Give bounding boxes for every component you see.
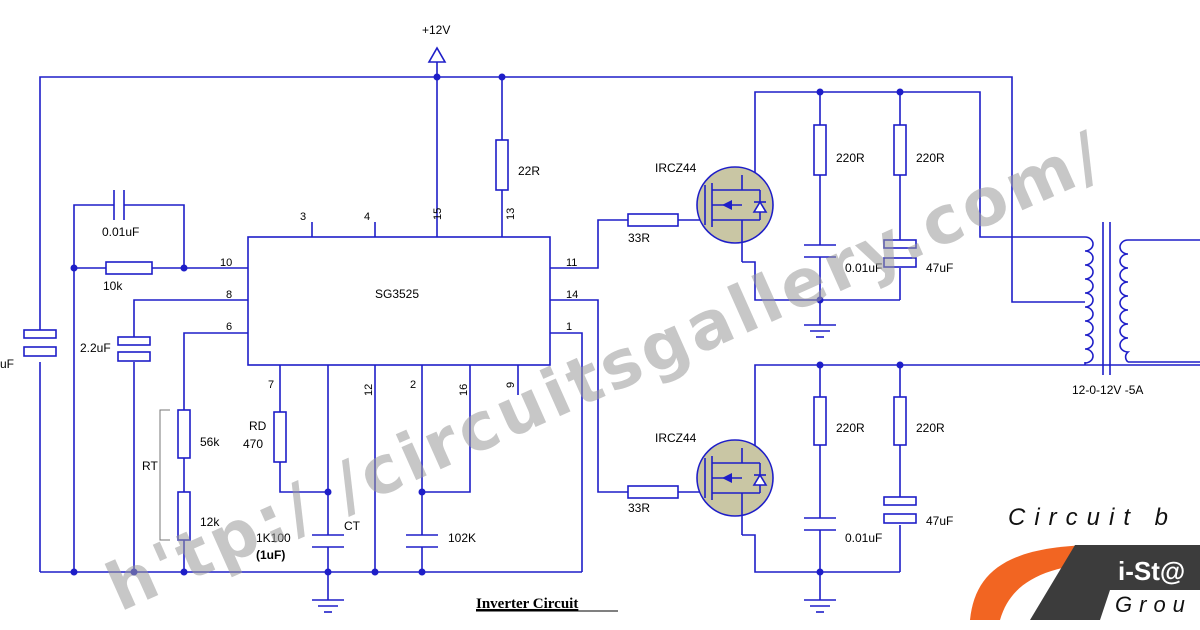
pin-12: 12 [363,384,375,396]
capacitor-0-01uf-bottom [804,517,836,531]
pin-4: 4 [364,211,370,223]
resistor-220r-2 [893,124,907,176]
ic-name: SG3525 [375,287,419,301]
ground-icon [312,599,344,613]
resistor-220r-4 [893,396,907,446]
resistor-220r-3 [813,396,827,446]
brand-line-2: i-St@ [1118,556,1185,586]
ic-sg3525: SG3525 3 4 15 13 10 8 6 11 14 1 7 12 2 1… [220,208,578,396]
capacitor-102k [406,534,438,548]
mosfet-top [696,166,774,262]
pin-8: 8 [226,289,232,301]
resistor-22r [495,139,509,191]
transformer [1084,222,1131,375]
label-r-220r-2: 220R [916,151,945,165]
label-r-220r-1: 220R [836,151,865,165]
ground-icon [804,599,836,613]
label-c-2-2uf: 2.2uF [80,341,111,355]
label-c-0-01uf-top: 0.01uF [845,261,882,275]
pin-3: 3 [300,211,306,223]
label-r-10k: 10k [103,279,123,293]
label-ct: CT [344,519,361,533]
pin-1: 1 [566,321,572,333]
capacitor-left [23,329,57,357]
mosfet-bottom [696,439,774,535]
pin-6: 6 [226,321,232,333]
pin-14: 14 [566,289,578,301]
label-ct-value-alt: (1uF) [256,548,285,562]
label-rt: RT [142,459,158,473]
resistor-rd [273,411,287,463]
label-c-47uf-bottom: 47uF [926,514,953,528]
capacitor-47uf-top [883,239,917,268]
label-transformer: 12-0-12V -5A [1072,383,1143,397]
resistor-33r-bottom [627,485,679,499]
resistor-12k [177,491,191,541]
ground-icon [804,324,836,338]
pin-16: 16 [458,384,470,396]
pin-15: 15 [432,208,444,220]
label-r-33r-top: 33R [628,231,650,245]
pin-2: 2 [410,379,416,391]
capacitor-0-01uf [113,190,125,220]
brand-line-1: Circuit b [1008,504,1177,531]
label-mosfet-top: IRCZ44 [655,161,697,175]
resistor-10k [105,261,153,275]
pin-11: 11 [566,257,577,269]
label-rd-value: 470 [243,437,263,451]
resistor-56k [177,409,191,459]
pin-13: 13 [505,208,517,220]
resistor-33r-top [627,213,679,227]
label-c-47uf-top: 47uF [926,261,953,275]
supply-label: +12V [422,23,450,37]
pin-7: 7 [268,379,274,391]
capacitor-47uf-bottom [883,496,917,524]
label-rd: RD [249,419,267,433]
capacitor-ct [312,534,344,548]
label-c-0-01uf-bottom: 0.01uF [845,531,882,545]
label-r-220r-3: 220R [836,421,865,435]
label-r-56k: 56k [200,435,220,449]
label-r-33r-bottom: 33R [628,501,650,515]
label-c-left: uF [0,357,14,371]
brand-line-3: Grou [1115,592,1192,617]
pin-9: 9 [505,382,517,388]
pin-10: 10 [220,257,232,269]
capacitor-0-01uf-top [804,244,836,258]
label-ct-value: 1K100 [256,531,291,545]
label-mosfet-bottom: IRCZ44 [655,431,697,445]
label-r-22r: 22R [518,164,540,178]
junctions [70,73,904,576]
resistor-220r-1 [813,124,827,176]
capacitor-2-2uf [117,336,151,362]
brand-logo: Circuit b i-St@ Grou [970,504,1200,620]
label-r-220r-4: 220R [916,421,945,435]
label-c-0-01uf: 0.01uF [102,225,139,239]
diagram-title: Inverter Circuit [476,596,578,612]
label-r-12k: 12k [200,515,220,529]
label-c-102k: 102K [448,531,476,545]
watermark-text: h'tp:/ /circuitsgallery.com/ [95,116,1116,627]
supply-arrow-icon [427,46,447,63]
